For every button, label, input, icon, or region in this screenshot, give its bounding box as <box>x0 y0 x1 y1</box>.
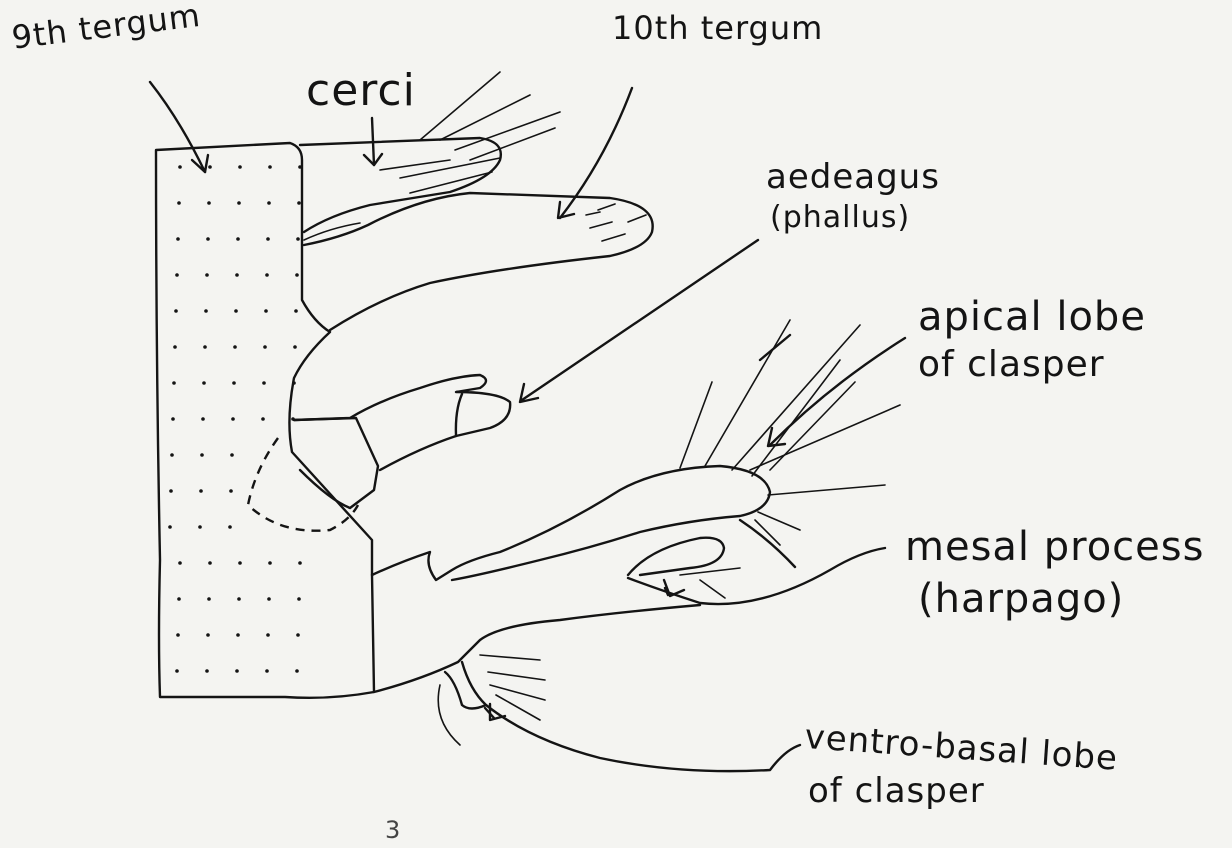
label-apical-lobe-line2: of clasper <box>918 346 1105 384</box>
stipple-dot <box>294 309 298 313</box>
stipple-dot <box>205 273 209 277</box>
stipple-dot <box>200 453 204 457</box>
label-ventro-basal-line2: of clasper <box>808 774 985 810</box>
page-number: 3 <box>385 818 401 843</box>
stipple-dot <box>205 669 209 673</box>
stipple-dot <box>236 237 240 241</box>
clasper-shape <box>372 320 900 580</box>
aedeagus-shape <box>248 375 510 531</box>
stipple-dot <box>177 201 181 205</box>
stipple-dot <box>267 201 271 205</box>
stipple-dot <box>235 669 239 673</box>
stipple-dot <box>204 309 208 313</box>
stipple-dot <box>296 633 300 637</box>
stipple-dot <box>298 561 302 565</box>
label-mesal-process-line1: mesal process <box>905 526 1204 568</box>
stipple-dot <box>206 633 210 637</box>
stipple-dot <box>238 561 242 565</box>
stipple-dot <box>237 597 241 601</box>
stipple-dot <box>237 201 241 205</box>
stipple-dot <box>208 165 212 169</box>
stipple-dot <box>168 525 172 529</box>
stipple-dot <box>233 345 237 349</box>
stipple-dot <box>266 633 270 637</box>
stipple-dot <box>228 525 232 529</box>
stipple-dot <box>236 633 240 637</box>
tenth-tergum-shape <box>304 193 653 330</box>
stipple-dot <box>262 381 266 385</box>
stipple-dot <box>202 381 206 385</box>
ventro-basal-lobe-shape <box>374 605 800 771</box>
stipple-dot <box>298 165 302 169</box>
stipple-dot <box>208 561 212 565</box>
stipple-dot <box>295 669 299 673</box>
stipple-dot <box>174 309 178 313</box>
label-aedeagus: aedeagus <box>766 160 940 196</box>
stipple-dot <box>232 381 236 385</box>
stipple-dot <box>175 669 179 673</box>
stipple-dot <box>173 345 177 349</box>
stipple-dot <box>198 525 202 529</box>
stipple-dot <box>206 237 210 241</box>
label-mesal-process-line2: (harpago) <box>918 578 1124 620</box>
stipple-dot <box>235 273 239 277</box>
stipple-dot <box>177 597 181 601</box>
stipple-dot <box>230 453 234 457</box>
stipple-dot <box>297 597 301 601</box>
stipple-dot <box>267 597 271 601</box>
stipple-dot <box>178 561 182 565</box>
stipple-dot <box>175 273 179 277</box>
label-10th-tergum: 10th tergum <box>612 12 823 46</box>
stipple-dot <box>238 165 242 169</box>
stipple-dot <box>268 561 272 565</box>
stipple-dot <box>201 417 205 421</box>
stipple-dot <box>265 669 269 673</box>
stipple-dot <box>297 201 301 205</box>
stipple-dot <box>176 633 180 637</box>
stipple-dot <box>207 201 211 205</box>
stipple-dot <box>172 381 176 385</box>
stipple-dot <box>229 489 233 493</box>
label-phallus: (phallus) <box>770 202 910 234</box>
label-cerci: cerci <box>306 68 416 114</box>
stipple-dot <box>169 489 173 493</box>
stipple-dot <box>293 345 297 349</box>
stipple-dot <box>296 237 300 241</box>
stipple-dot <box>176 237 180 241</box>
stipple-dot <box>261 417 265 421</box>
stipple-dot <box>268 165 272 169</box>
stipple-dot <box>199 489 203 493</box>
stipple-dot <box>178 165 182 169</box>
stipple-dot <box>171 417 175 421</box>
stipple-dot <box>265 273 269 277</box>
stipple-dot <box>292 381 296 385</box>
stipple-dots <box>168 165 302 673</box>
stipple-dot <box>263 345 267 349</box>
stipple-dot <box>207 597 211 601</box>
stipple-dot <box>231 417 235 421</box>
stipple-dot <box>266 237 270 241</box>
stipple-dot <box>170 453 174 457</box>
stipple-dot <box>234 309 238 313</box>
stipple-dot <box>264 309 268 313</box>
stipple-dot <box>203 345 207 349</box>
label-apical-lobe-line1: apical lobe <box>918 296 1146 338</box>
stipple-dot <box>295 273 299 277</box>
